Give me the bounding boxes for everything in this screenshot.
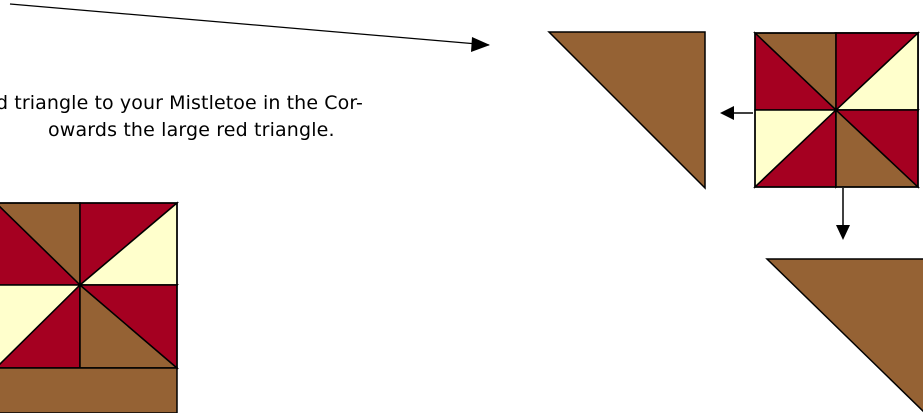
pinwheel-block-left bbox=[0, 201, 180, 370]
large-brown-triangle-bottom bbox=[765, 258, 923, 413]
pinwheel-block-right bbox=[753, 31, 920, 189]
top-pointer-arrowhead bbox=[471, 37, 490, 52]
instruction-text: d triangle to your Mistletoe in the Cor-… bbox=[0, 90, 363, 144]
left-arrowhead bbox=[720, 106, 734, 120]
instruction-line-1: d triangle to your Mistletoe in the Cor- bbox=[0, 92, 363, 114]
brown-strip-bottom-left bbox=[0, 367, 178, 413]
down-arrowhead bbox=[836, 225, 850, 240]
large-brown-triangle-top bbox=[547, 31, 706, 190]
instruction-line-2: owards the large red triangle. bbox=[48, 119, 335, 141]
top-pointer-arrow bbox=[9, 3, 490, 46]
